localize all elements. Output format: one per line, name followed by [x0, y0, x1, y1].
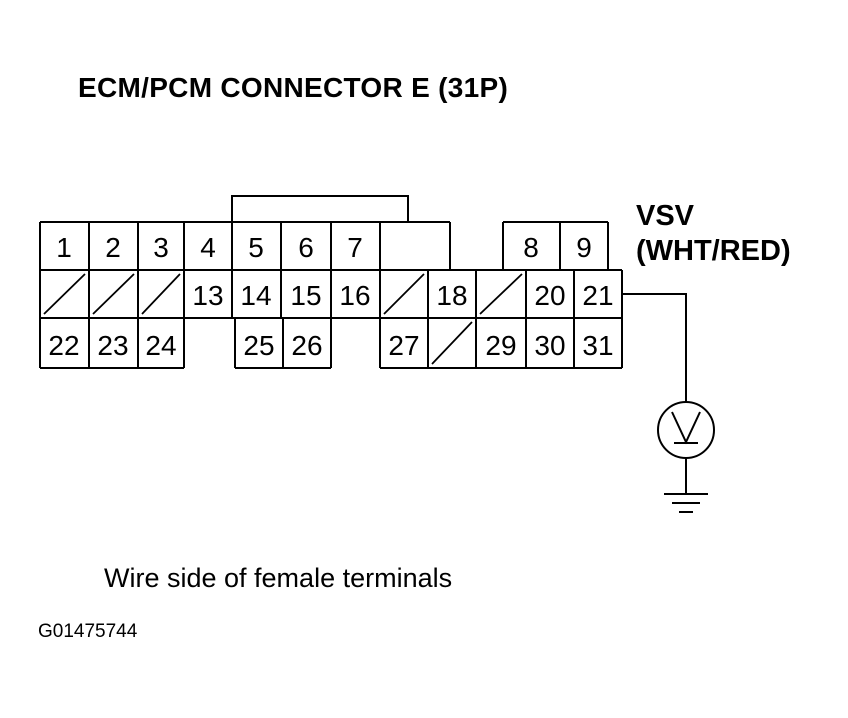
- terminal-15: 15: [290, 280, 321, 311]
- terminal-2: 2: [105, 232, 121, 263]
- terminal-29: 29: [485, 330, 516, 361]
- terminal-14: 14: [240, 280, 271, 311]
- vsv-wire: [622, 293, 687, 403]
- slash-row3-28: [431, 321, 473, 365]
- latch-tab: [231, 195, 409, 222]
- terminal-4: 4: [200, 232, 216, 263]
- terminal-25: 25: [243, 330, 274, 361]
- terminal-18: 18: [436, 280, 467, 311]
- terminal-6: 6: [298, 232, 314, 263]
- terminal-16: 16: [339, 280, 370, 311]
- terminal-3: 3: [153, 232, 169, 263]
- terminal-21: 21: [582, 280, 613, 311]
- terminal-20: 20: [534, 280, 565, 311]
- slash-row2-3: [141, 273, 181, 315]
- voltmeter-needle: [671, 411, 701, 445]
- empty-terminal-slashes: [43, 273, 523, 365]
- terminal-22: 22: [48, 330, 79, 361]
- terminal-24: 24: [145, 330, 176, 361]
- terminal-5: 5: [248, 232, 264, 263]
- terminal-7: 7: [347, 232, 363, 263]
- terminal-9: 9: [576, 232, 592, 263]
- terminal-31: 31: [582, 330, 613, 361]
- slash-row2-2: [92, 273, 135, 315]
- slash-row2-8: [383, 273, 425, 315]
- row3-outline: [39, 318, 623, 369]
- wire-name-label: VSV: [636, 200, 695, 232]
- slash-row2-10: [479, 273, 523, 315]
- voltmeter-icon: [657, 401, 715, 459]
- terminal-1: 1: [56, 232, 72, 263]
- terminal-26: 26: [291, 330, 322, 361]
- terminal-30: 30: [534, 330, 565, 361]
- terminal-23: 23: [97, 330, 128, 361]
- row1-outline: [39, 221, 609, 271]
- wire-color-label: (WHT/RED): [636, 235, 791, 267]
- page-title: ECM/PCM CONNECTOR E (31P): [78, 72, 509, 103]
- terminal-27: 27: [388, 330, 419, 361]
- slash-row2-1: [43, 273, 86, 315]
- figure-id: G01475744: [38, 621, 138, 642]
- terminal-13: 13: [192, 280, 223, 311]
- ground-icon: [664, 493, 708, 513]
- diagram-caption: Wire side of female terminals: [104, 563, 453, 593]
- terminal-8: 8: [523, 232, 539, 263]
